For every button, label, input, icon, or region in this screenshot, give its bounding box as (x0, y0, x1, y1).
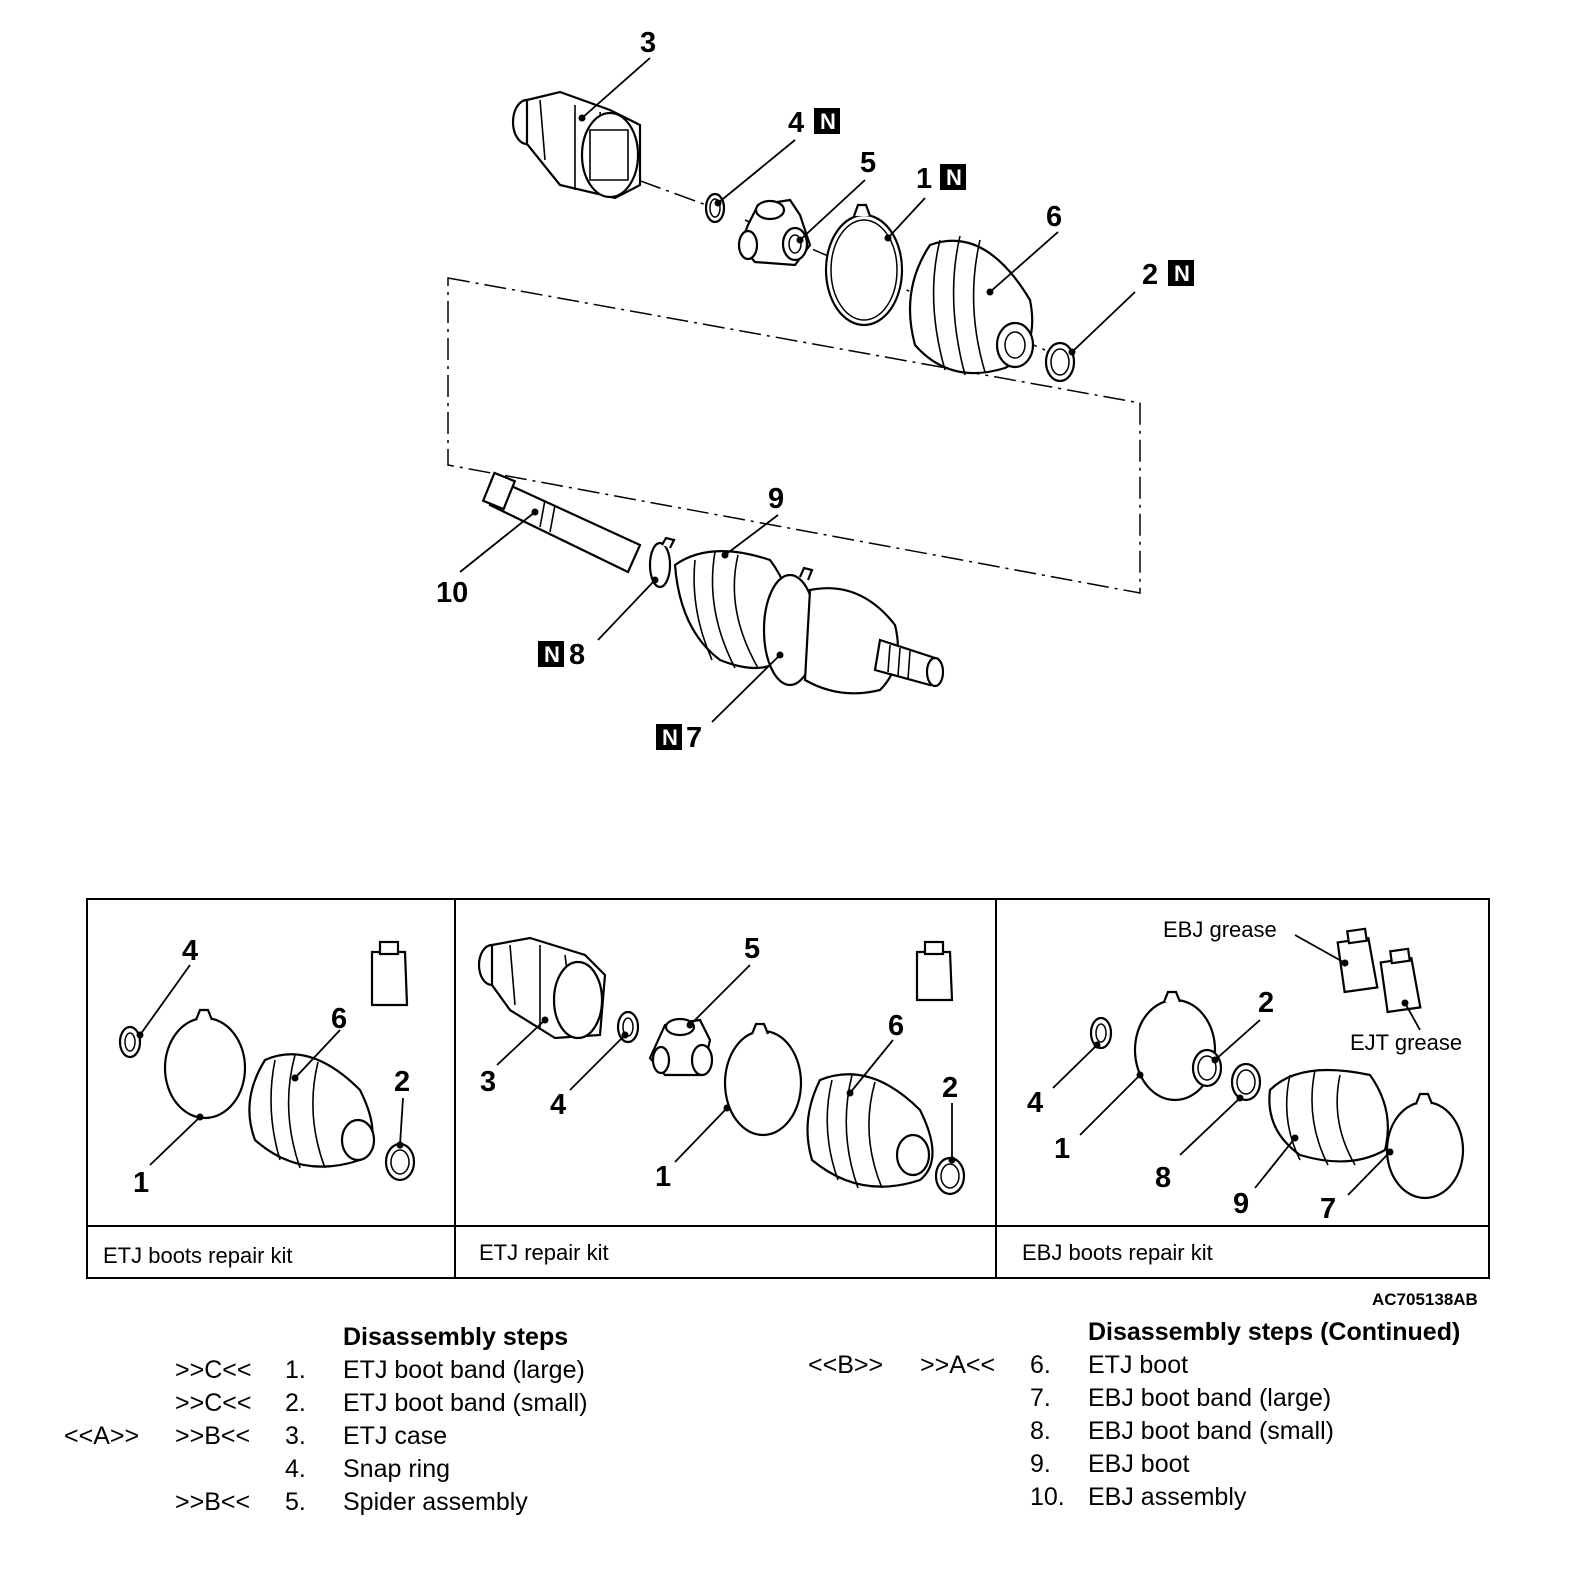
repair-kit-table: 4 1 6 2 (86, 898, 1490, 1279)
step-code-secondary: >>B<< (175, 1422, 251, 1450)
kit2-label: ETJ repair kit (479, 1240, 609, 1265)
step-number: 1. (285, 1356, 306, 1384)
callout-1: 1 (916, 163, 932, 195)
steps-left-header: Disassembly steps (343, 1323, 569, 1351)
callout-5: 5 (860, 147, 876, 179)
step-number: 5. (285, 1488, 306, 1516)
step-text: ETJ boot band (small) (343, 1389, 588, 1417)
callout-10: 10 (436, 577, 468, 609)
kit-ebj-boots: EBJ grease EJT grease 4 1 2 8 9 7 (1027, 917, 1465, 1225)
new-part-marker-label: N (544, 642, 560, 667)
kit2-callout-3: 3 (480, 1066, 496, 1098)
ebj-grease-label: EBJ grease (1163, 917, 1277, 942)
kit-etj: 3 4 5 1 6 2 (477, 933, 966, 1196)
callout-8: 8 (569, 639, 585, 671)
new-part-marker (1168, 260, 1194, 286)
callout-3: 3 (640, 27, 656, 59)
new-part-marker-label: N (662, 725, 678, 750)
kit3-callout-8: 8 (1155, 1162, 1171, 1194)
kit3-callout-9: 9 (1233, 1188, 1249, 1220)
new-part-marker (656, 724, 682, 750)
callout-7: 7 (686, 722, 702, 754)
callout-6: 6 (1046, 201, 1062, 233)
step-text: ETJ case (343, 1422, 448, 1450)
kit1-callout-6: 6 (331, 1003, 347, 1035)
callout-9: 9 (768, 483, 784, 515)
kit1-callout-1: 1 (133, 1167, 149, 1199)
new-part-marker-label: N (820, 109, 836, 134)
kit3-callout-4: 4 (1027, 1087, 1043, 1119)
kit2-callout-1: 1 (655, 1161, 671, 1193)
step-code-primary: <<A>> (64, 1422, 140, 1450)
callout-4: 4 (788, 107, 804, 139)
step-number: 4. (285, 1455, 306, 1483)
kit2-callout-2: 2 (942, 1072, 958, 1104)
ejt-grease-label: EJT grease (1350, 1030, 1462, 1055)
step-number: 2. (285, 1389, 306, 1417)
kit3-callout-7: 7 (1320, 1193, 1336, 1225)
main-exploded-view: 3 4 N 5 1 N 6 2 N 9 10 N 8 N 7 (436, 27, 1194, 754)
kit2-callout-5: 5 (744, 933, 760, 965)
part-etj-case (511, 90, 642, 200)
new-part-marker (538, 641, 564, 667)
part-ebj-assembly (481, 471, 642, 574)
kit2-callout-4: 4 (550, 1089, 566, 1121)
kit2-callout-6: 6 (888, 1010, 904, 1042)
step-text: ETJ boot band (large) (343, 1356, 585, 1384)
step-code-secondary: >>C<< (175, 1389, 252, 1417)
step-code-secondary: >>B<< (175, 1488, 251, 1516)
step-code-secondary: >>C<< (175, 1356, 252, 1384)
callout-2: 2 (1142, 259, 1158, 291)
kit3-label: EBJ boots repair kit (1022, 1240, 1213, 1265)
steps-left: Disassembly steps >>C<< 1. ETJ boot band (… (0, 0, 790, 1582)
part-etj-boot-band-large (824, 203, 904, 327)
alignment-frame (447, 277, 1141, 594)
kit1-callout-2: 2 (394, 1066, 410, 1098)
kit3-callout-1: 1 (1054, 1133, 1070, 1165)
kit3-callout-2: 2 (1258, 987, 1274, 1019)
part-etj-boot (908, 235, 1035, 376)
new-part-marker (814, 108, 840, 134)
part-etj-boot-band-small (1044, 341, 1076, 383)
part-ebj-boot-band-small (648, 536, 676, 589)
kit-etj-boots: 4 1 6 2 (118, 935, 416, 1199)
step-text: Spider assembly (343, 1488, 528, 1516)
leader-dots (531, 114, 1076, 659)
figure-code: AC705138AB (1372, 1290, 1478, 1309)
new-part-marker-label: N (946, 165, 962, 190)
step-number: 3. (285, 1422, 306, 1450)
step-text: Snap ring (343, 1455, 451, 1483)
new-part-marker (940, 164, 966, 190)
kit1-callout-4: 4 (182, 935, 198, 967)
part-spider-assembly (737, 198, 812, 267)
new-part-marker-label: N (1174, 261, 1190, 286)
part-ebj-housing (803, 587, 945, 695)
leader-lines (459, 57, 1136, 723)
kit1-label: ETJ boots repair kit (103, 1243, 293, 1268)
